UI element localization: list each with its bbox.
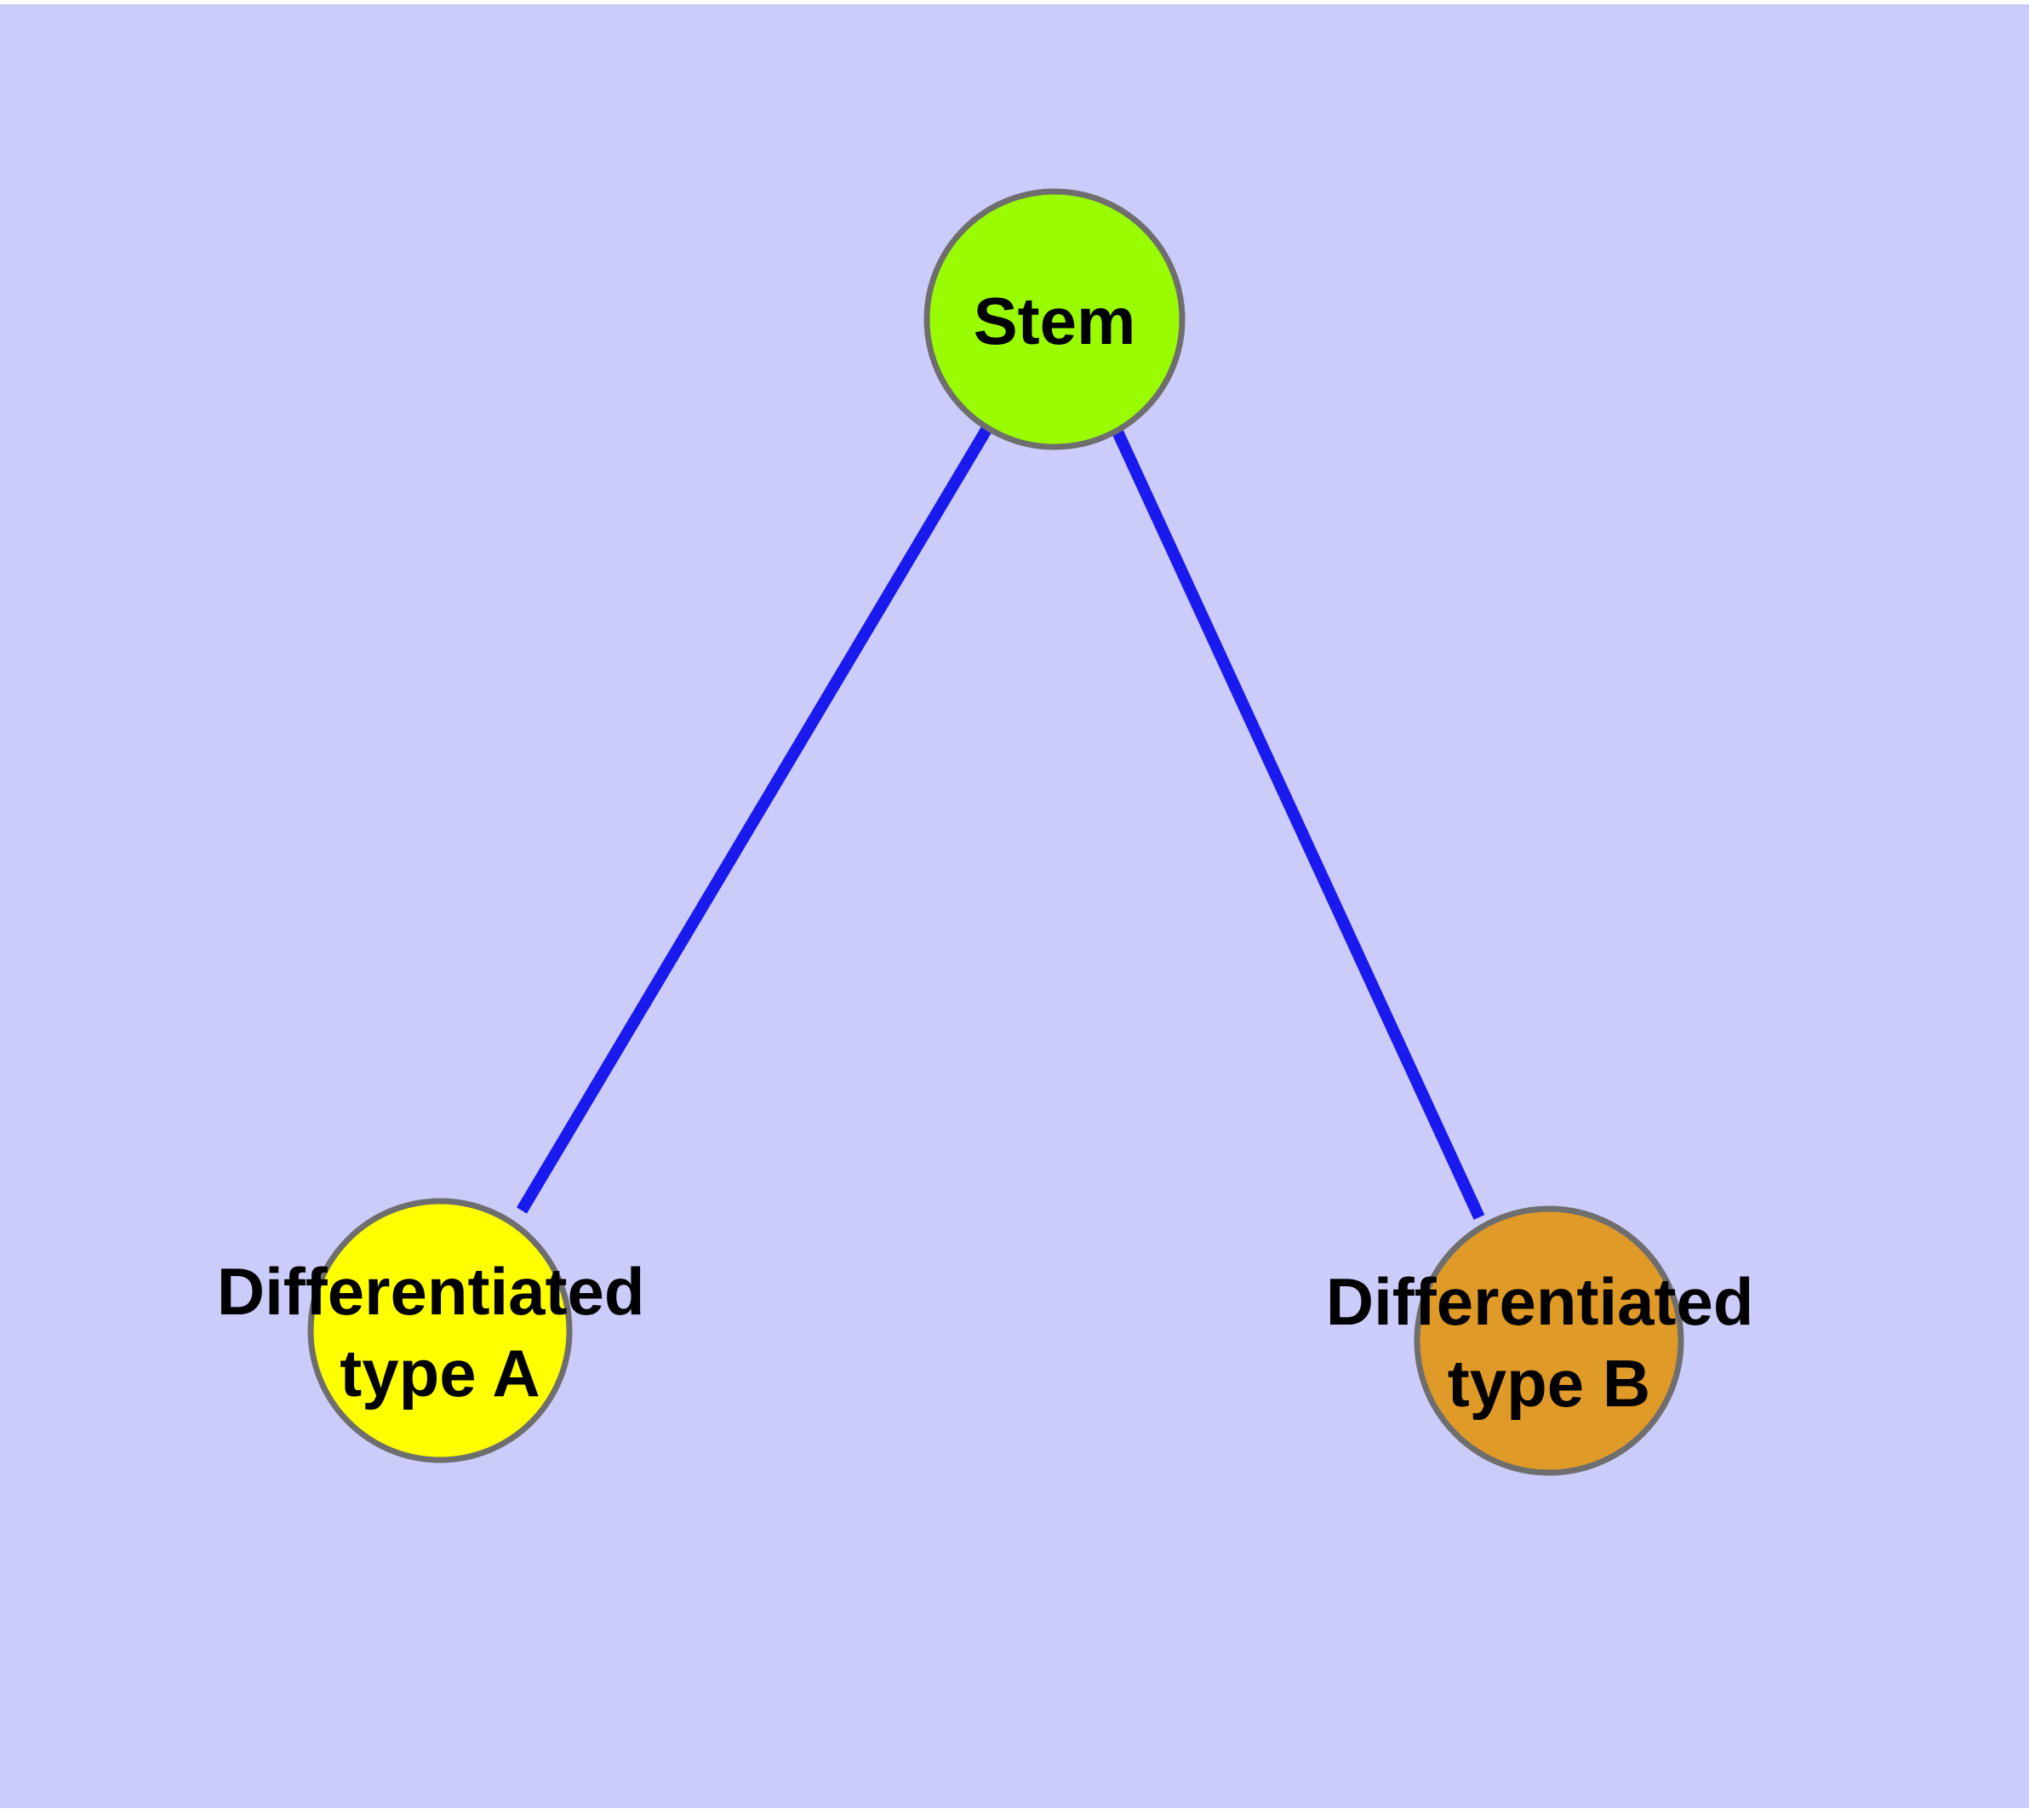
node-differentiated-type-b-circle[interactable] <box>1414 1205 1684 1476</box>
node-differentiated-type-a-circle[interactable] <box>307 1198 573 1463</box>
edge-stem-to-differentiated-type-a <box>516 425 993 1214</box>
edges-layer <box>516 425 1485 1220</box>
node-differentiated-type-a-label-line-2: type A <box>340 1336 540 1411</box>
node-stem-circle[interactable] <box>923 188 1186 450</box>
node-stem[interactable]: Stem <box>923 188 1186 450</box>
node-stem-label: Stem <box>974 283 1136 358</box>
node-differentiated-type-a[interactable]: Differentiated type A <box>217 1198 663 1463</box>
node-differentiated-type-b-label-line-2: type B <box>1448 1346 1650 1421</box>
graph-background-panel: Stem Differentiated type A Differentiate… <box>0 4 2029 1808</box>
node-differentiated-type-b-label: Differentiated type B <box>1326 1264 1772 1421</box>
node-differentiated-type-b[interactable]: Differentiated type B <box>1326 1205 1772 1476</box>
graph-svg: Stem Differentiated type A Differentiate… <box>217 188 1772 1476</box>
node-differentiated-type-a-label: Differentiated type A <box>217 1254 663 1411</box>
edge-stem-to-differentiated-type-b <box>1111 427 1485 1220</box>
node-stem-label-line-1: Stem <box>974 283 1136 358</box>
nodes-layer: Stem Differentiated type A Differentiate… <box>217 188 1772 1476</box>
node-differentiated-type-a-label-line-1: Differentiated <box>217 1254 645 1329</box>
node-differentiated-type-b-label-line-1: Differentiated <box>1326 1264 1754 1339</box>
